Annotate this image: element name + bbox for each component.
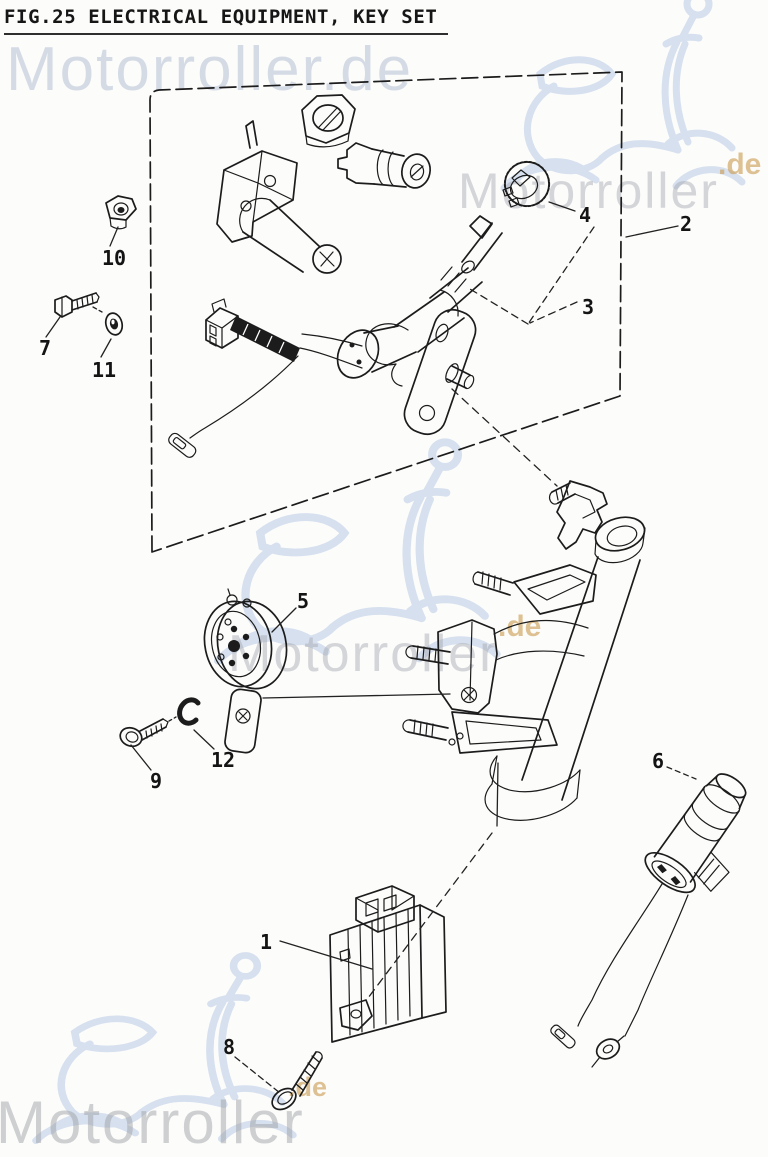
part-label-8: 8	[222, 1035, 236, 1059]
leader-lines	[45, 201, 697, 1094]
title-underline	[4, 33, 448, 35]
leader-line-4	[548, 201, 576, 212]
part-label-10: 10	[101, 246, 127, 270]
leader-line-12	[193, 729, 215, 750]
rectifier-part-1	[329, 885, 447, 1043]
flasher-relay-part-6	[550, 773, 747, 1068]
horn-part-5	[203, 588, 288, 754]
watermark-text-bottom: Motorroller	[0, 1089, 305, 1156]
figure-title: FIG.25 ELECTRICAL EQUIPMENT, KEY SET	[4, 6, 438, 28]
part-label-4: 4	[578, 203, 592, 227]
nut-part-10	[105, 195, 137, 230]
switch-mounting-plate	[403, 308, 477, 436]
lock-cylinder	[337, 142, 431, 189]
key-set-box	[149, 71, 623, 553]
relay-wire-terminal-left	[550, 1024, 576, 1049]
c-washer-part-12	[177, 697, 201, 726]
part-label-9: 9	[149, 769, 163, 793]
leader-line-1	[279, 940, 373, 970]
relay-wire-terminal-right	[591, 1035, 625, 1068]
leader-line-10	[109, 226, 119, 247]
key-cap-part-4	[502, 160, 551, 208]
wire-connector	[205, 298, 239, 349]
leader-line-11	[100, 338, 112, 358]
bolt-part-7	[54, 292, 100, 318]
steering-column-assembly	[402, 480, 646, 821]
switch-wiring-harness	[168, 298, 363, 458]
part-label-12: 12	[210, 748, 236, 772]
part-label-7: 7	[38, 336, 52, 360]
watermark-text-top: Motorroller.de	[6, 35, 414, 104]
dash-9-to-12	[168, 716, 177, 722]
bolt-part-9	[119, 718, 169, 748]
leader-line-7	[45, 316, 61, 338]
leader-line-2	[625, 225, 679, 238]
leader-line-6	[666, 766, 697, 780]
ignition-lock-housing	[216, 120, 342, 274]
dash-bracket-to-rectifier	[367, 832, 493, 999]
lock-ring-nut	[301, 94, 356, 148]
part-label-6: 6	[651, 749, 665, 773]
wire-terminal	[168, 432, 197, 458]
horn-mount-line	[262, 693, 451, 699]
part-label-3: 3	[581, 295, 595, 319]
bracket-down-line	[496, 762, 499, 827]
part-label-11: 11	[91, 358, 117, 382]
leader-line-5	[271, 607, 297, 633]
washer-part-11	[104, 312, 124, 336]
dash-7-to-11	[92, 306, 103, 313]
part-label-1: 1	[259, 930, 273, 954]
ignition-switch-assembly	[336, 160, 551, 436]
watermark-domain-middle: .de	[498, 610, 542, 643]
part-label-2: 2	[679, 212, 693, 236]
watermark-text-middle: Motorroller	[228, 625, 499, 683]
dash-bracket-4	[527, 226, 595, 325]
dash-switch-to-clamp	[451, 388, 558, 487]
part-label-5: 5	[296, 589, 310, 613]
watermark-text-right: Motorroller	[458, 163, 719, 219]
leader-line-9	[130, 744, 152, 771]
screw-part-8	[271, 1051, 323, 1111]
watermark-domain-right: .de	[718, 148, 762, 181]
leader-line-3	[529, 301, 578, 324]
dash-bracket-3a	[469, 288, 529, 325]
leader-line-8	[234, 1056, 281, 1094]
